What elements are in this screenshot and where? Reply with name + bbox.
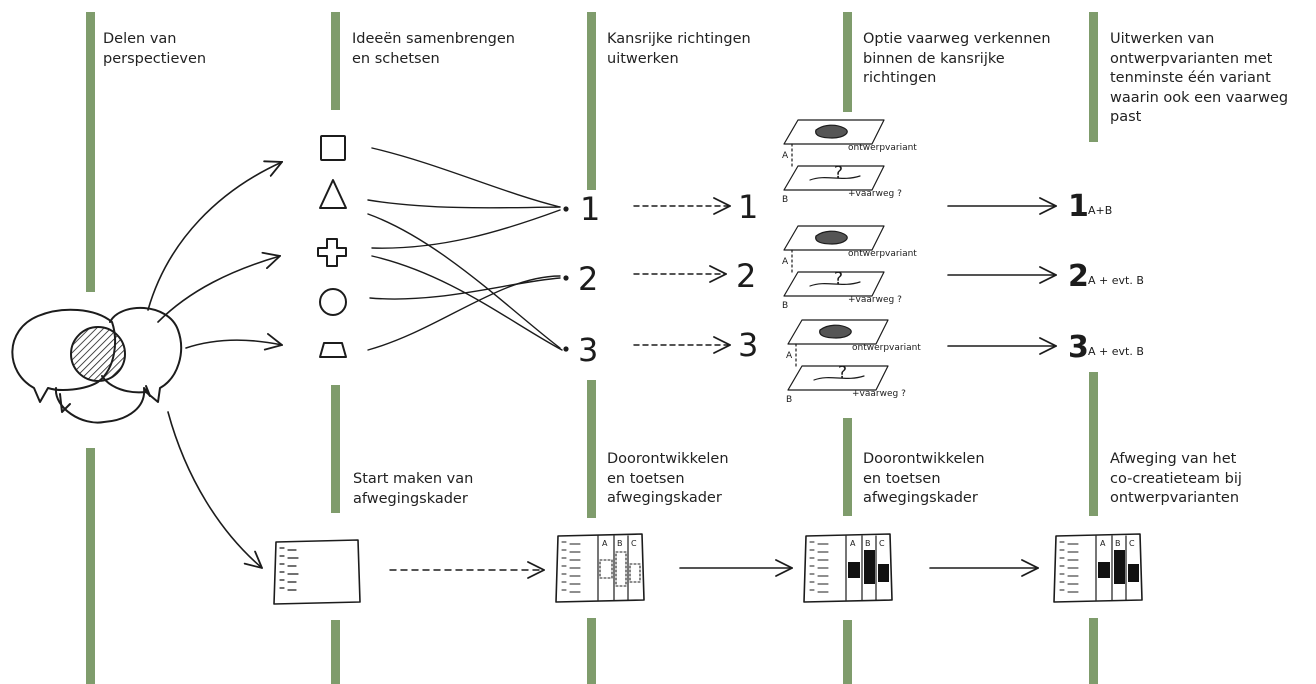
final-variant-1: 1 A+B [1068, 189, 1112, 224]
direction-markers: 1 2 3 [563, 190, 600, 369]
flow-arrow-venn-low [185, 340, 282, 348]
cross-icon [317, 238, 347, 267]
framework-column-c: C [879, 539, 885, 548]
framework-bar-c [1128, 564, 1139, 582]
layered-sheet-1: ontwerpvariant ? +vaarweg ? A B [782, 119, 917, 205]
framework-column-a: A [850, 539, 856, 548]
result-number-3: 3 [738, 326, 758, 364]
trapezoid-icon [319, 342, 347, 358]
sheet-layer-a-label: A [782, 257, 789, 267]
framework-sheet-blank [273, 539, 361, 605]
stage-divider-3-mid [587, 380, 596, 518]
stage-divider-1-bottom [86, 448, 95, 684]
final-variant-2: 2 A + evt. B [1068, 259, 1144, 294]
stage-divider-1-top [86, 12, 95, 292]
framework-label-develop-2: Doorontwikkelen en toetsen afwegingskade… [863, 451, 985, 506]
idea-link-triangle-1 [367, 199, 561, 209]
direction-dot-2 [563, 275, 569, 281]
framework-sheet-filled-2: A B C [1053, 533, 1143, 603]
stage-label-promising-directions: Kansrijke richtingen uitwerken [607, 31, 751, 67]
framework-bar-a [1098, 562, 1110, 578]
framework-label-weighing: Afweging van het co-creatieteam bij ontw… [1110, 451, 1242, 506]
framework-column-b: B [865, 539, 871, 548]
result-number-1: 1 [738, 188, 758, 226]
flow-arrow-venn-mid [157, 256, 280, 323]
sheet-layer-a-label: A [782, 151, 789, 161]
final-variant-suffix-1: A+B [1088, 204, 1112, 217]
stage-divider-2-top [331, 12, 340, 110]
triangle-icon [319, 179, 347, 209]
final-variant-3: 3 A + evt. B [1068, 330, 1144, 365]
framework-column-c: C [631, 539, 637, 548]
idea-link-trapezoid-2 [367, 275, 561, 351]
framework-label-develop-1: Doorontwikkelen en toetsen afwegingskade… [607, 451, 729, 506]
framework-label-start: Start maken van afwegingskader [353, 471, 474, 507]
sheet-layer-b-label: B [782, 195, 788, 205]
framework-bar-b [864, 550, 875, 584]
flow-arrow-venn-to-framework [167, 411, 262, 568]
sheet-waterway-label: +vaarweg ? [848, 295, 902, 305]
stage-label-sharing-perspectives: Delen van perspectieven [103, 31, 207, 67]
stage-divider-4-top [843, 12, 852, 112]
framework-bar-c [878, 564, 889, 582]
result-number-2: 2 [736, 257, 756, 295]
framework-column-a: A [1100, 539, 1106, 548]
layered-sheet-3: ontwerpvariant ? +vaarweg ? A B [786, 319, 921, 405]
direction-dot-1 [563, 206, 569, 212]
final-variant-suffix-2: A + evt. B [1088, 274, 1144, 287]
square-icon [320, 135, 346, 161]
sheet-question-mark: ? [834, 269, 843, 289]
sheet-layer-a-label: A [786, 351, 793, 361]
sheet-variant-label: ontwerpvariant [848, 143, 917, 153]
final-variant-number-3: 3 [1068, 330, 1089, 365]
sheet-variant-label: ontwerpvariant [852, 343, 921, 353]
direction-dot-3 [563, 346, 569, 352]
stage-divider-5-bottom [1089, 618, 1098, 684]
stage-label-explore-waterway: Optie vaarweg verkennen binnen de kansri… [863, 31, 1051, 86]
stage-divider-2-bottom [331, 620, 340, 684]
stage-divider-3-top [587, 12, 596, 190]
sheet-variant-label: ontwerpvariant [848, 249, 917, 259]
idea-link-cross-3 [371, 255, 563, 351]
stage-divider-4-mid [843, 418, 852, 516]
stage-divider-5-top [1089, 12, 1098, 142]
final-variant-suffix-3: A + evt. B [1088, 345, 1144, 358]
stage-divider-2-mid [331, 385, 340, 513]
direction-number-3: 3 [578, 331, 598, 369]
idea-link-square-1 [371, 147, 561, 208]
circle-icon [319, 288, 347, 316]
sheet-layer-b-label: B [782, 301, 788, 311]
final-variant-number-2: 2 [1068, 259, 1089, 294]
sheet-question-mark: ? [838, 363, 847, 383]
framework-bar-a [848, 562, 860, 578]
stage-label-ideas-sketching: Ideeën samenbrengen en schetsen [352, 31, 515, 67]
framework-sheet-outline: A B C [555, 533, 645, 603]
framework-column-b: B [1115, 539, 1121, 548]
sheet-waterway-label: +vaarweg ? [852, 389, 906, 399]
layered-sheet-2: ontwerpvariant ? +vaarweg ? A B [782, 225, 917, 311]
direction-number-1: 1 [580, 190, 600, 228]
stage-label-design-variants: Uitwerken van ontwerpvarianten met tenmi… [1110, 31, 1289, 125]
stage-divider-5-mid [1089, 372, 1098, 516]
sheet-waterway-label: +vaarweg ? [848, 189, 902, 199]
framework-column-c: C [1129, 539, 1135, 548]
sheet-question-mark: ? [834, 163, 843, 183]
stage-divider-3-bottom [587, 618, 596, 684]
idea-link-cross-1 [371, 209, 561, 249]
direction-number-2: 2 [578, 260, 598, 298]
stage-divider-4-bottom [843, 620, 852, 684]
idea-link-triangle-3 [367, 213, 561, 349]
framework-column-a: A [602, 539, 608, 548]
final-variant-number-1: 1 [1068, 189, 1089, 224]
framework-bar-b [1114, 550, 1125, 584]
idea-link-circle-2 [369, 277, 561, 300]
framework-column-b: B [617, 539, 623, 548]
framework-sheet-filled-1: A B C [803, 533, 893, 603]
flow-arrow-venn-up [147, 162, 282, 311]
perspectives-venn-icon [11, 306, 183, 424]
sheet-layer-b-label: B [786, 395, 792, 405]
